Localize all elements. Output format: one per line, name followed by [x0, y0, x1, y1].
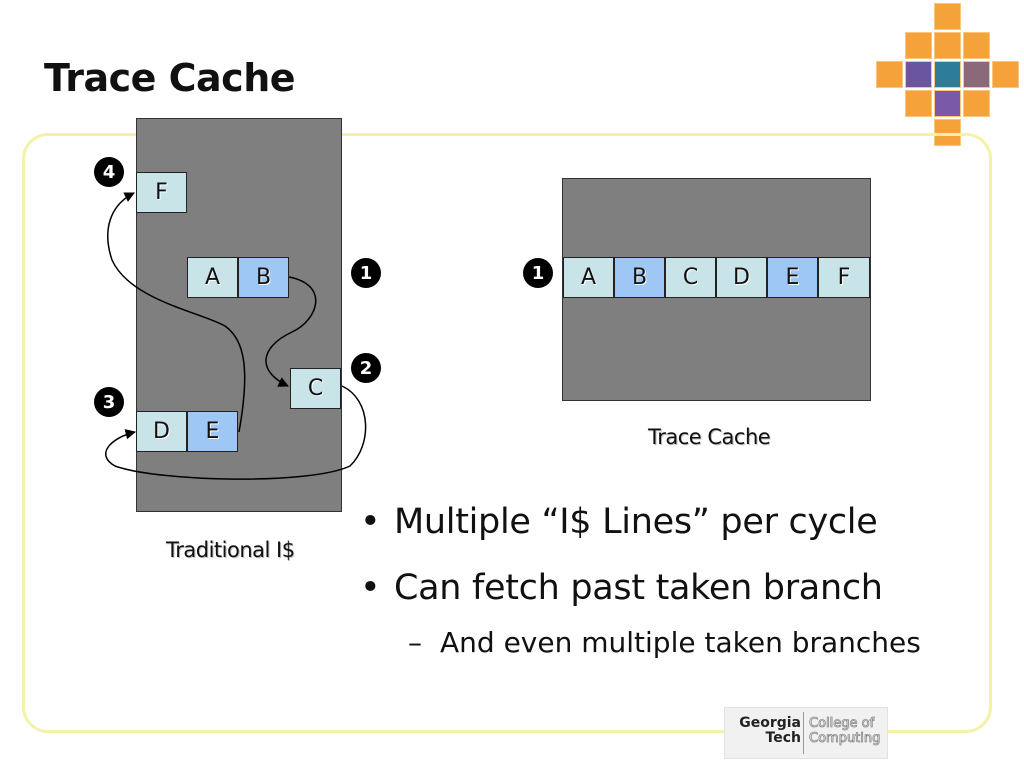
- trace-block-c: C: [665, 257, 716, 298]
- trace-block-f: F: [818, 257, 870, 298]
- block-b: B: [238, 257, 289, 298]
- bullet-text: Can fetch past taken branch: [394, 568, 883, 608]
- step-badge-4: 4: [94, 157, 124, 187]
- trace-block-e: E: [767, 257, 818, 298]
- step-badge-1: 1: [351, 258, 381, 288]
- trace-cache-caption: Trace Cache: [648, 425, 771, 449]
- trace-block-a: A: [563, 257, 614, 298]
- block-e: E: [187, 411, 238, 452]
- block-c: C: [290, 368, 341, 409]
- arrow-e-to-f: [107, 192, 246, 433]
- bullet-list: • Multiple “I$ Lines” per cycle • Can fe…: [360, 498, 980, 662]
- trace-step-badge-1: 1: [523, 258, 553, 288]
- trace-block-b: B: [614, 257, 665, 298]
- trace-block-d: D: [716, 257, 767, 298]
- bullet-item: • Multiple “I$ Lines” per cycle: [360, 498, 980, 546]
- page-title: Trace Cache: [44, 56, 296, 100]
- sub-bullet-text: And even multiple taken branches: [440, 626, 921, 659]
- arrow-b-to-c: [265, 276, 317, 387]
- step-badge-2: 2: [351, 353, 381, 383]
- logo-dept-line1: College of: [809, 716, 875, 732]
- block-f: F: [136, 172, 187, 213]
- georgia-tech-logo: Georgia Tech College of Computing: [724, 707, 888, 759]
- content-frame: [22, 133, 992, 733]
- decorative-tile-logo: [876, 3, 1022, 149]
- traditional-icache-caption: Traditional I$: [166, 538, 295, 562]
- logo-divider: [803, 712, 804, 754]
- block-d: D: [136, 411, 187, 452]
- arrow-c-to-d: [105, 385, 367, 480]
- bullet-glyph: •: [360, 568, 381, 608]
- block-a: A: [187, 257, 238, 298]
- dash-glyph: –: [408, 626, 422, 659]
- step-badge-3: 3: [94, 387, 124, 417]
- logo-line1: Georgia: [739, 715, 801, 731]
- bullet-glyph: •: [360, 502, 381, 542]
- bullet-text: Multiple “I$ Lines” per cycle: [394, 502, 878, 542]
- logo-line2: Tech: [765, 730, 801, 746]
- sub-bullet-item: – And even multiple taken branches: [360, 624, 980, 662]
- logo-department: College of Computing: [809, 716, 889, 747]
- bullet-item: • Can fetch past taken branch: [360, 564, 980, 612]
- logo-dept-line2: Computing: [809, 731, 881, 747]
- logo-wordmark: Georgia Tech: [731, 716, 801, 746]
